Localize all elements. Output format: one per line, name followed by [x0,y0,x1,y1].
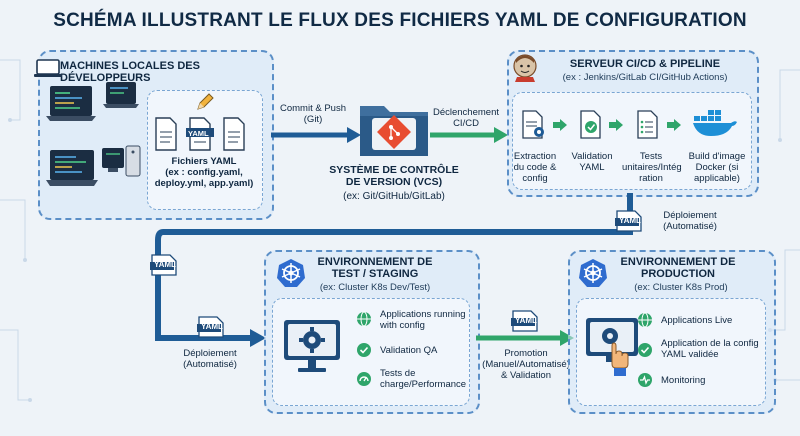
globe-icon-test [357,311,371,327]
yaml-file-icon-test [197,316,224,338]
pipeline-arrow-3 [667,119,681,131]
monitor-hand-icon [586,318,638,376]
prod-item-live: Applications Live [661,315,733,326]
deploy-left-label: Déploiement (Automatisé) [183,348,237,370]
prod-item-monitoring: Monitoring [661,375,706,386]
developer-computers-icon [46,82,141,186]
prod-inner-box [576,298,766,406]
validation-icon [580,110,601,139]
yaml-file-icon-promotion [511,310,538,332]
kubernetes-icon-prod [579,259,607,287]
yaml-files-caption: Fichiers YAML (ex : config.yaml, deploy.… [154,156,254,189]
pipeline-arrow-1 [553,119,567,131]
ci-cd-subtitle: (ex : Jenkins/GitLab CI/GitHub Actions) [562,72,728,83]
yaml-file-icon-left [150,254,177,276]
docker-icon [693,110,737,136]
prod-subtitle: (ex: Cluster K8s Prod) [634,282,728,293]
pipeline-box [512,92,752,190]
kubernetes-icon-test [277,259,305,287]
ci-step-build: Build d'image Docker (si applicable) [688,151,746,184]
test-subtitle: (ex: Cluster K8s Dev/Test) [319,282,431,293]
commit-label: Commit & Push (Git) [280,103,346,125]
yaml-file-icon-deploy [615,210,642,232]
yaml-tag-deploy-top: YAML [619,216,641,225]
globe-icon-prod [638,312,652,328]
dev-panel-title: MACHINES LOCALES DES DÉVELOPPEURS [60,60,200,84]
ci-step-tests: Tests unitaires/Intég ration [622,151,682,184]
test-item-performance: Tests de charge/Performance [380,368,467,390]
pencil-icon [197,93,214,110]
gauge-icon-test [357,372,371,386]
vcs-sublabel: (ex: Git/GitHub/GitLab) [343,191,445,202]
tests-icon [637,110,658,139]
ci-step-extraction: Extraction du code & config [513,151,557,184]
test-item-running: Applications running with config [380,309,466,331]
extraction-icon [522,110,544,139]
check-icon-test [357,343,371,357]
yaml-file-icons [155,117,245,151]
ci-cd-title: SERVEUR CI/CD & PIPELINE [569,58,721,70]
promotion-label: Promotion (Manuel/Automatisé) & Validati… [482,348,570,381]
prod-item-config: Application de la config YAML validée [661,338,759,360]
monitor-gear-icon [284,320,340,372]
yaml-file-tag: YAML [188,129,209,138]
pipeline-arrow-2 [609,119,623,131]
ci-step-validation: Validation YAML [571,151,613,173]
vcs-label: SYSTÈME DE CONTRÔLE DE VERSION (VCS) [329,164,459,188]
jenkins-icon [513,54,537,82]
check-icon-prod [638,343,652,357]
prod-title: ENVIRONNEMENT DE PRODUCTION [620,256,736,280]
trigger-label: Déclenchement CI/CD [432,107,499,129]
laptop-icon [34,59,62,77]
diagram-title: SCHÉMA ILLUSTRANT LE FLUX DES FICHIERS Y… [53,10,747,31]
commit-arrow [271,127,361,143]
trigger-arrow [430,127,508,143]
yaml-tag-test: YAML [201,322,223,331]
yaml-tag-left: YAML [154,260,176,269]
promotion-arrow [476,330,574,346]
deploy-top-label: Déploiement (Automatisé) [663,210,717,232]
test-item-qa: Validation QA [380,345,438,356]
vcs-folder-icon [360,106,428,156]
test-title: ENVIRONNEMENT DE TEST / STAGING [317,256,433,280]
monitoring-icon [638,373,652,387]
yaml-tag-promotion: YAML [515,316,537,325]
